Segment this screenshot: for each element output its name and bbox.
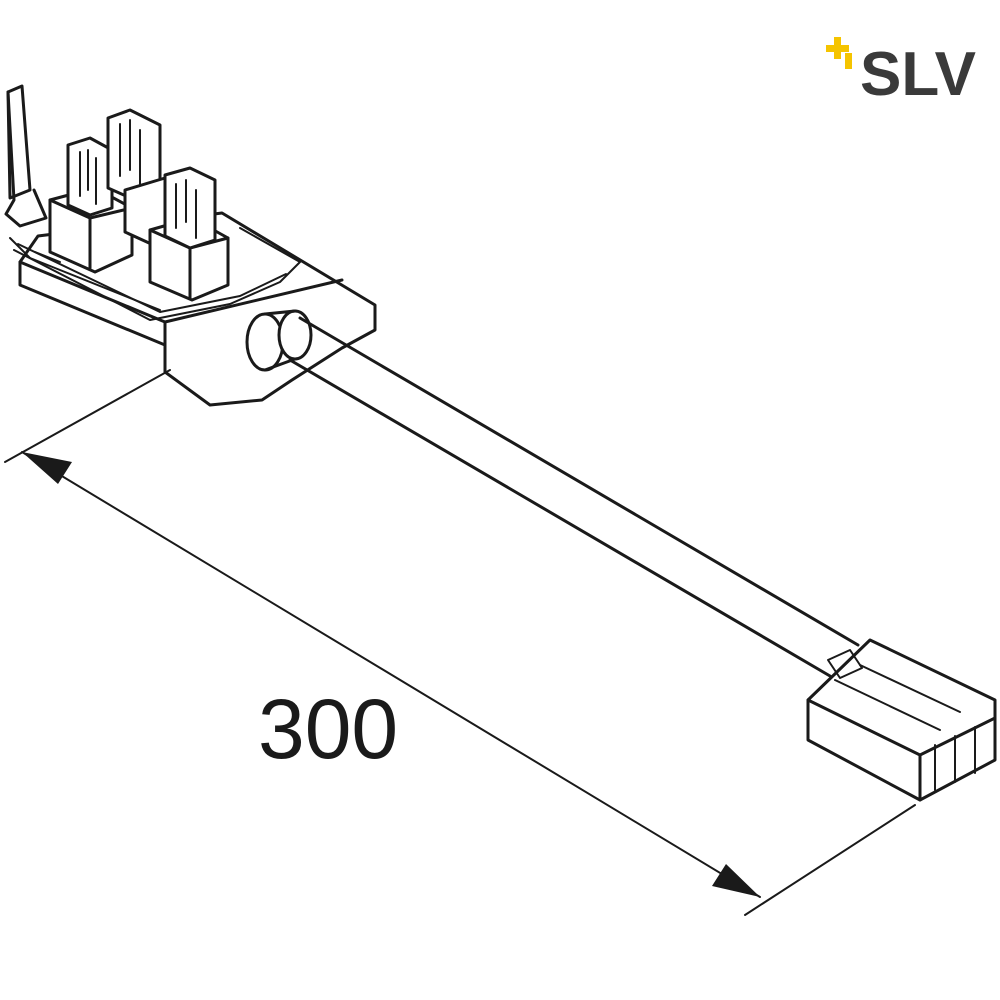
dimension-label: 300 [258,682,398,776]
dimension-arrow-end [712,864,760,897]
brand-logo: SLV [826,37,976,109]
cable [288,316,860,678]
strain-relief [245,309,313,372]
logo-text: SLV [860,40,976,109]
dimension-arrow-start [22,452,72,484]
ground-pin [4,84,48,228]
yellow-plus-icon [826,37,852,69]
terminal-blocks [48,108,230,302]
dimension-lines [4,369,916,916]
end-connector [806,638,997,802]
